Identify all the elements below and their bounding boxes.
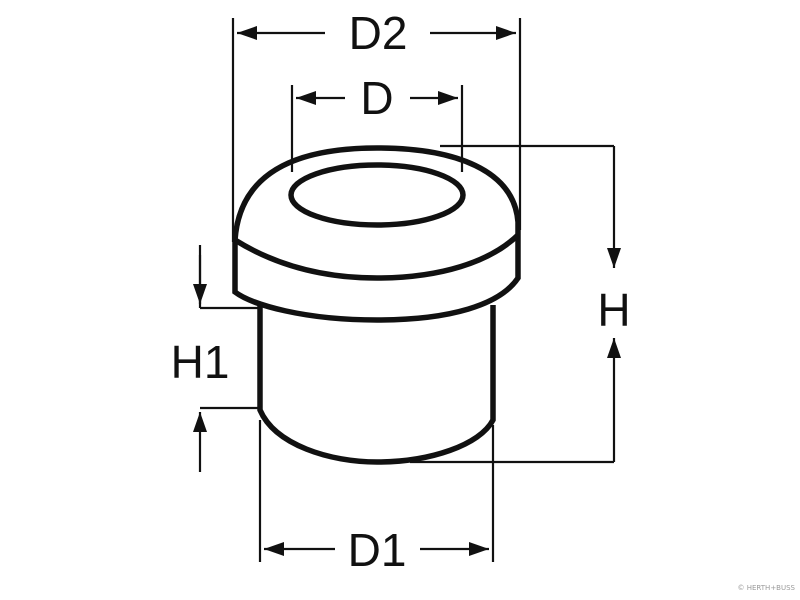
- cap-rim-line: [233, 233, 520, 281]
- h-label: H: [597, 284, 630, 336]
- watermark-text: © HERTH+BUSS: [738, 584, 796, 592]
- d1-label: D1: [348, 524, 407, 576]
- dimension-d: D: [290, 72, 464, 172]
- dimension-d2: D2: [231, 7, 522, 242]
- grommet-part: [232, 145, 521, 465]
- bore-opening: [288, 162, 466, 228]
- dimension-h1: H1: [171, 245, 262, 472]
- h1-label: H1: [171, 336, 230, 388]
- d2-label: D2: [349, 7, 408, 59]
- dimension-h: H: [410, 144, 631, 464]
- dimension-d1: D1: [258, 420, 495, 576]
- cap-outline: [232, 145, 521, 323]
- body-outline: [257, 305, 496, 465]
- d-label: D: [360, 72, 393, 124]
